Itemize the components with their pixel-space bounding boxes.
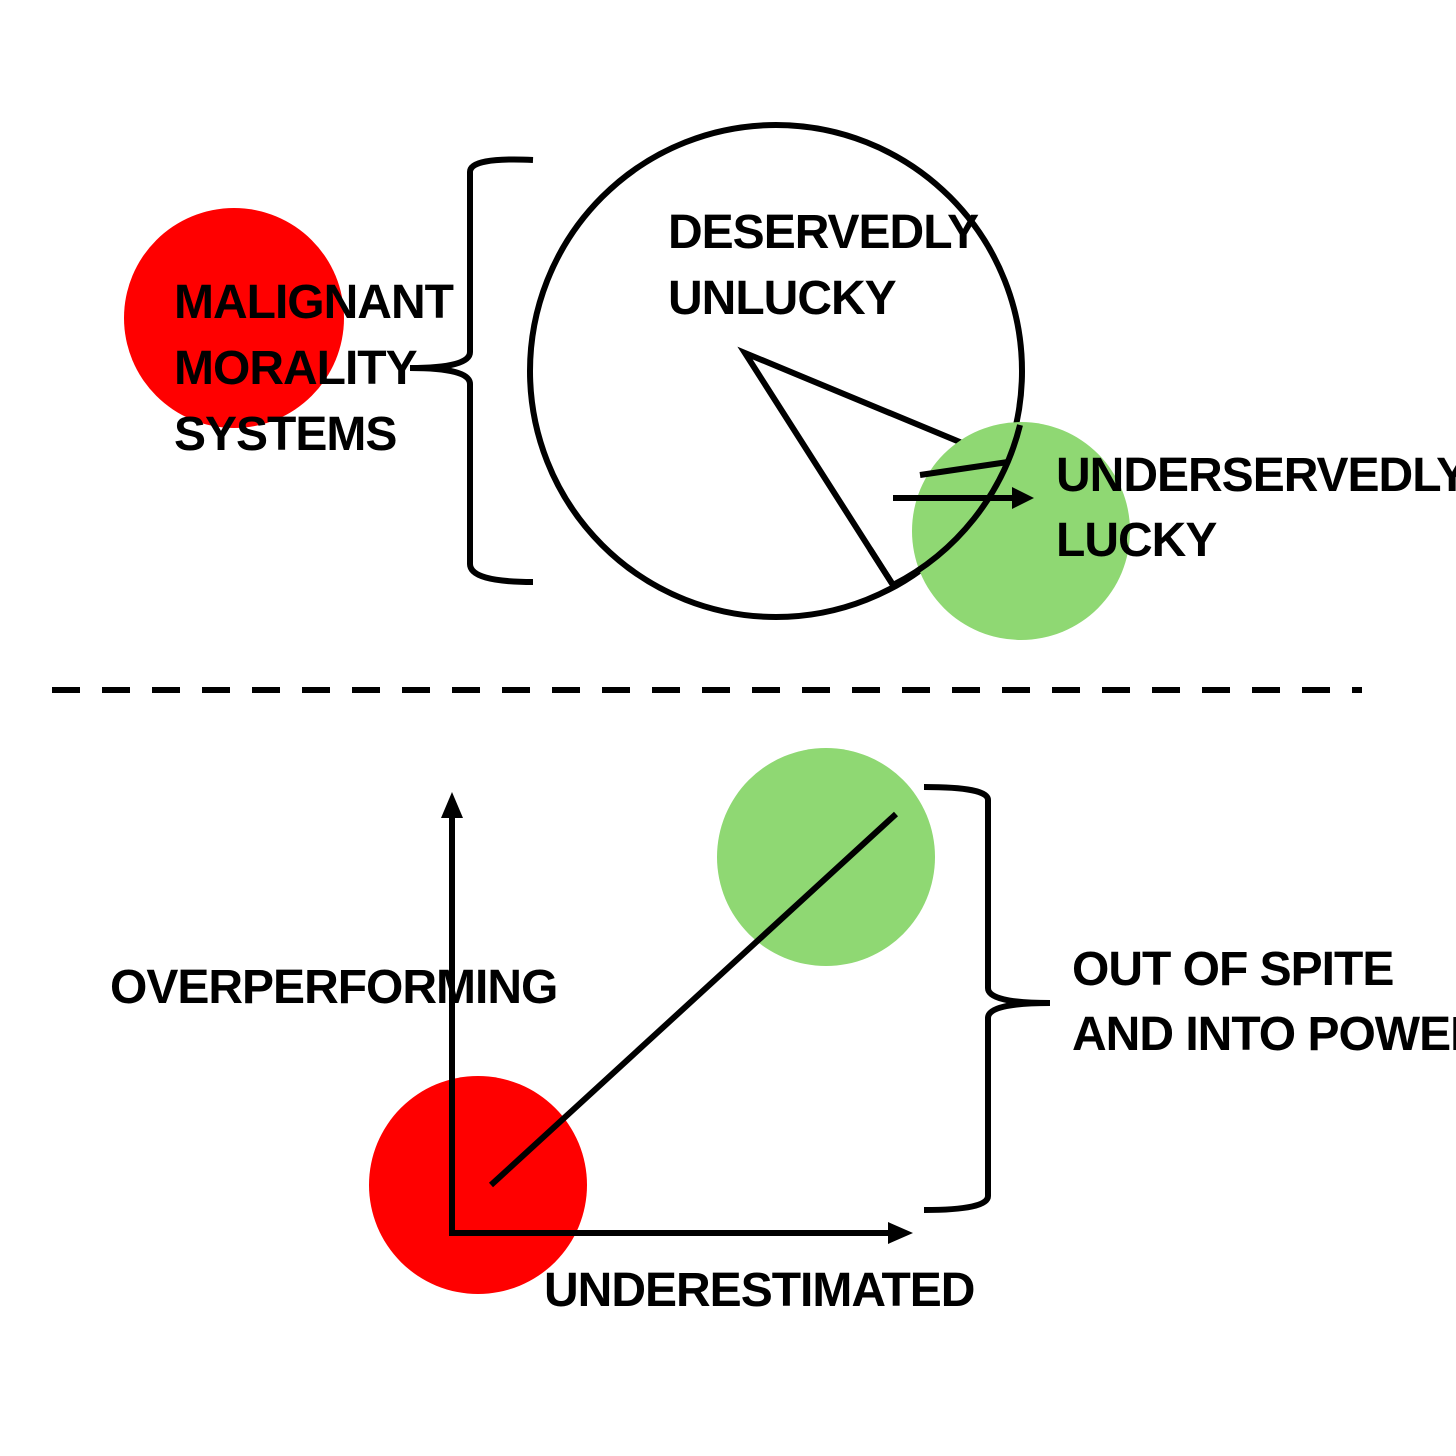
pie-circle <box>527 122 1025 620</box>
red-circle-top <box>124 208 344 428</box>
overperforming-label: OVERPERFORMING <box>110 961 557 1014</box>
trend-line <box>488 811 899 1188</box>
deservedly-unlucky-line-2: UNLUCKY <box>668 272 897 325</box>
bottom-curly-brace <box>923 784 1051 1213</box>
lucky-arrow-head <box>1012 487 1034 509</box>
malignant-morality-line-3: SYSTEMS <box>174 408 396 461</box>
top-curly-brace <box>409 156 534 585</box>
y-axis-arrowhead <box>441 792 463 818</box>
spite-power-label: OUT OF SPITE AND INTO POWER <box>1072 943 1456 1061</box>
malignant-morality-label: MALIGNANT MORALITY SYSTEMS <box>174 276 465 461</box>
malignant-morality-line-2: MORALITY <box>174 342 418 395</box>
green-circle-top <box>912 422 1130 640</box>
spite-power-line-1: OUT OF SPITE <box>1072 943 1393 996</box>
red-circle-bottom <box>369 1076 587 1294</box>
spite-power-line-2: AND INTO POWER <box>1072 1008 1456 1061</box>
deservedly-unlucky-line-1: DESERVEDLY <box>668 206 979 259</box>
pie-wedge-overlay <box>867 459 1009 587</box>
deservedly-unlucky-label: DESERVEDLY UNLUCKY <box>668 206 990 325</box>
pie-arc-overlay <box>891 424 1023 588</box>
underservedly-lucky-line-2: LUCKY <box>1056 514 1217 567</box>
x-axis-arrowhead <box>888 1222 913 1244</box>
pie-wedge <box>737 346 1010 587</box>
malignant-morality-line-1: MALIGNANT <box>174 276 454 329</box>
underservedly-lucky-label: UNDERSERVEDLY LUCKY <box>1056 449 1456 567</box>
underestimated-label: UNDERESTIMATED <box>544 1264 974 1317</box>
green-circle-bottom <box>717 748 935 966</box>
underservedly-lucky-line-1: UNDERSERVEDLY <box>1056 449 1456 502</box>
